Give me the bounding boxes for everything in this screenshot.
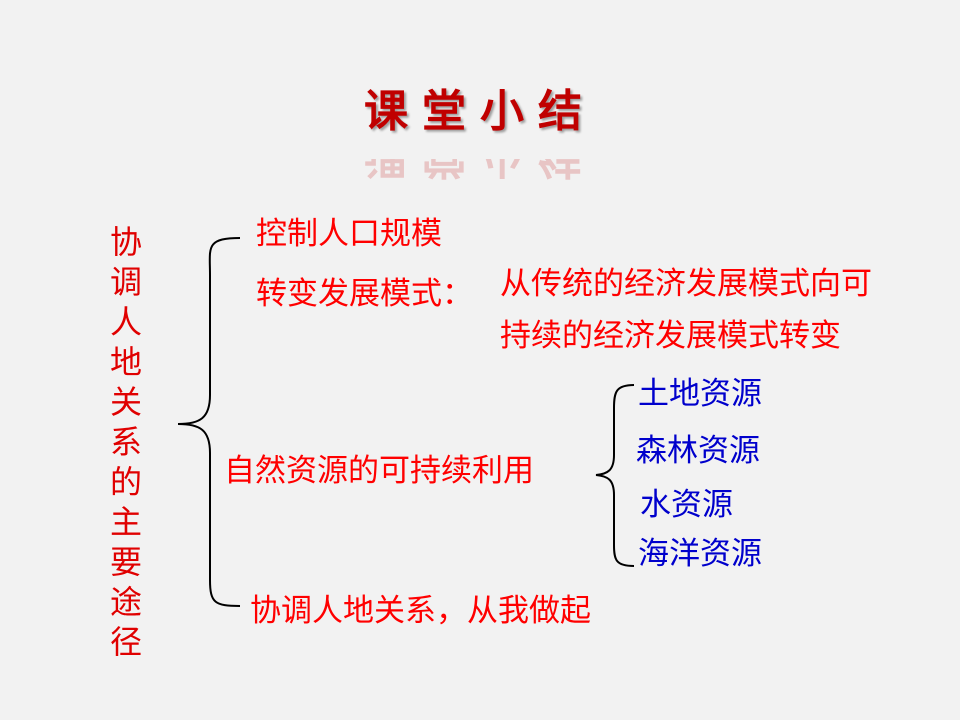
vertical-char: 途 (109, 583, 142, 621)
vertical-char: 人 (109, 303, 142, 341)
resource-water: 水资源 (640, 487, 733, 523)
resource-forest: 森林资源 (636, 433, 760, 469)
resource-brace (595, 384, 635, 567)
slide-title: 课堂小结 (364, 86, 596, 137)
branch-transform-development-line2: 持续的经济发展模式转变 (500, 318, 841, 354)
resource-ocean: 海洋资源 (638, 536, 762, 572)
branch-transform-development-label: 转变发展模式： (256, 276, 473, 312)
vertical-char: 关 (109, 383, 142, 421)
vertical-topic-label: 协 调 人 地 关 系 的 主 要 途 径 (106, 222, 146, 662)
vertical-char: 协 (109, 223, 142, 261)
branch-start-from-me: 协调人地关系，从我做起 (250, 593, 591, 629)
vertical-char: 要 (109, 543, 142, 581)
vertical-char: 调 (109, 263, 142, 301)
main-brace (177, 237, 241, 607)
vertical-char: 系 (109, 423, 142, 461)
resource-land: 土地资源 (638, 376, 762, 412)
vertical-char: 的 (109, 463, 142, 501)
title-block: 课堂小结 课堂小结 (330, 82, 630, 162)
vertical-char: 主 (109, 503, 142, 541)
branch-sustainable-resources: 自然资源的可持续利用 (224, 453, 534, 489)
branch-transform-development-line1: 从传统的经济发展模式向可 (500, 266, 872, 302)
vertical-char: 径 (109, 623, 142, 661)
branch-control-population: 控制人口规模 (256, 216, 442, 252)
vertical-char: 地 (109, 343, 142, 381)
